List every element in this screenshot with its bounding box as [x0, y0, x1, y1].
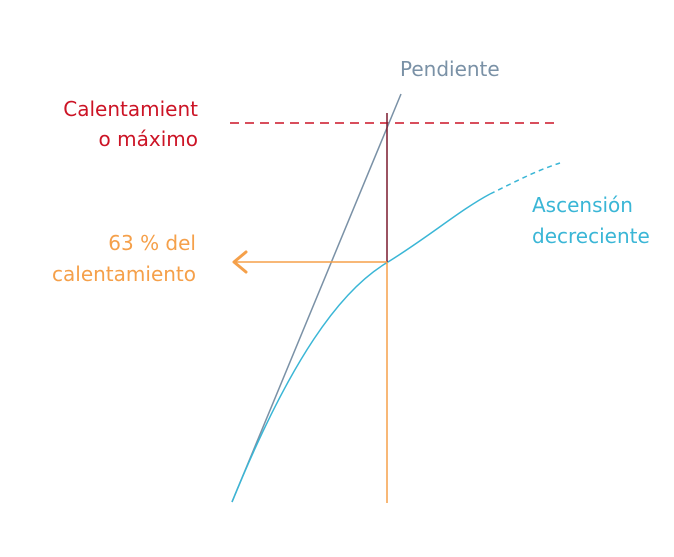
slope-label: Pendiente	[400, 57, 500, 81]
sixty-three-percent-label-line2: calentamiento	[52, 262, 196, 286]
max-heating-label-line1: Calentamient	[63, 97, 198, 121]
decreasing-ascent-label-line2: decreciente	[532, 224, 650, 248]
decreasing-ascent-label-line1: Ascensión	[532, 193, 633, 217]
slope-line	[231, 93, 402, 503]
max-heating-label-line2: o máximo	[99, 127, 198, 151]
decreasing-ascent-curve	[231, 193, 491, 503]
arrow-left-icon	[232, 250, 248, 274]
sixty-three-percent-label-line1: 63 % del	[108, 231, 196, 255]
decreasing-ascent-curve-dashed	[489, 162, 561, 195]
